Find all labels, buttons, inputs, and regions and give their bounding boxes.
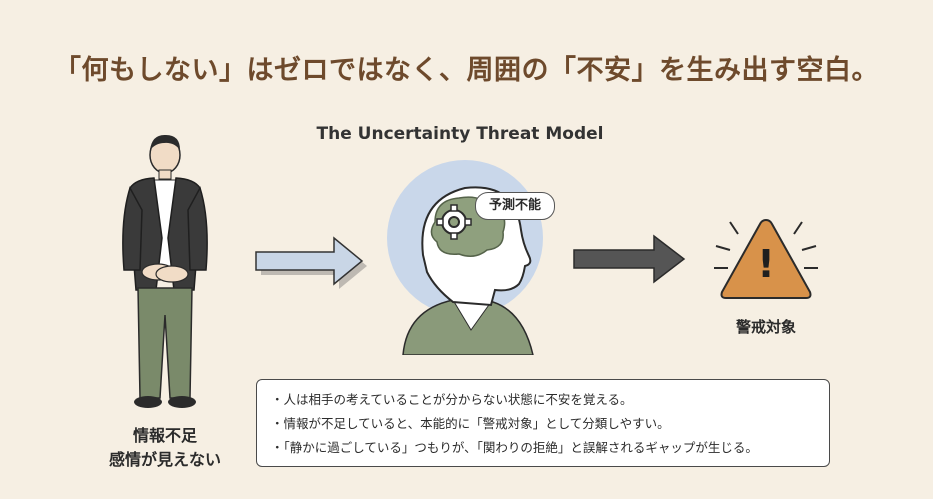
warning-triangle-icon: !: [712, 212, 820, 312]
gear-icon: [432, 200, 476, 244]
headline: 「何もしない」はゼロではなく、周囲の「不安」を生み出す空白。: [54, 55, 879, 86]
arrow-right-icon: [570, 230, 690, 288]
warning-caption: 警戒対象: [735, 318, 796, 336]
person-caption-line2: 感情が見えない: [108, 450, 221, 469]
warning-symbol: !: [757, 242, 775, 286]
note-item: 情報が不足していると、本能的に「警戒対象」として分類しやすい。: [271, 412, 815, 436]
person-caption: 情報不足 感情が見えない: [85, 424, 245, 472]
arrow-right-icon: [252, 232, 370, 290]
note-item: 人は相手の考えていることが分からない状態に不安を覚える。: [271, 388, 815, 412]
thought-bubble: 予測不能: [475, 192, 555, 220]
notes-box: 人は相手の考えていることが分からない状態に不安を覚える。 情報が不足していると、…: [256, 379, 830, 467]
person-caption-line1: 情報不足: [132, 426, 197, 445]
note-item: 「静かに過ごしている」つもりが、「関わりの拒絶」と誤解されるギャップが生じる。: [271, 436, 815, 460]
person-figure: [100, 130, 230, 425]
head-profile-icon: [383, 160, 553, 356]
model-title: The Uncertainty Threat Model: [316, 124, 604, 144]
